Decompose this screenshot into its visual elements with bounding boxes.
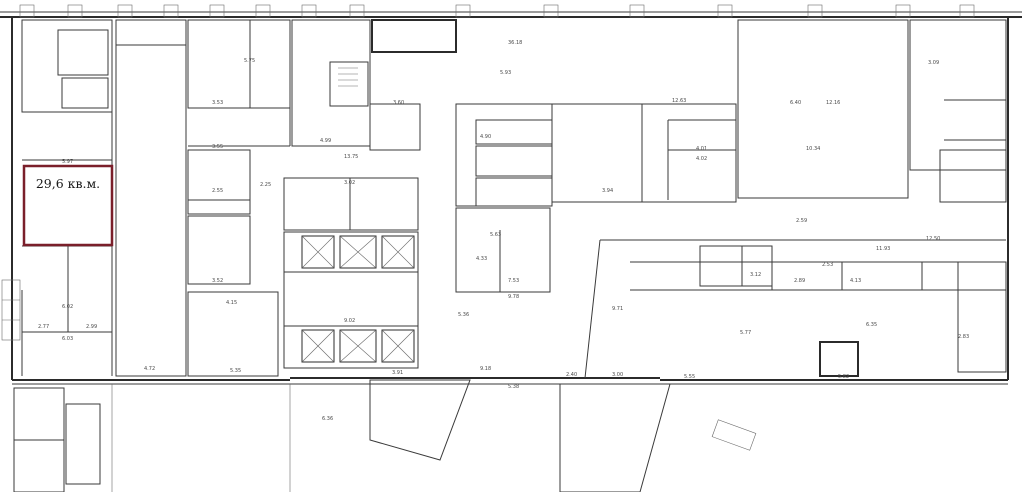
dim-label: 3.52 (212, 278, 223, 284)
dim-label: 9.18 (480, 366, 491, 372)
highlighted-room-label: 29,6 кв.м. (35, 176, 101, 191)
dim-label: 3.91 (392, 370, 403, 376)
dim-label: 2.83 (958, 334, 969, 340)
dim-label: 3.09 (928, 60, 939, 66)
dim-label: 6.35 (866, 322, 877, 328)
dim-label: 4.01 (696, 146, 707, 152)
dim-label: 2.59 (796, 218, 807, 224)
right-wing (584, 19, 1007, 379)
dim-label: 7.53 (508, 278, 519, 284)
left-wing (1, 19, 113, 376)
highlighted-room (22, 164, 114, 247)
central-right-rooms (455, 103, 737, 293)
dim-label: 5.77 (740, 330, 751, 336)
dim-label: 5.38 (508, 384, 519, 390)
dim-label: 6.36 (322, 416, 333, 422)
outer-walls (11, 17, 1009, 385)
dim-label: 5.93 (500, 70, 511, 76)
dim-label: 3.55 (212, 144, 223, 150)
dim-label: 10.34 (806, 146, 820, 152)
dim-label: 36.18 (508, 40, 522, 46)
dim-label: 6.40 (790, 100, 801, 106)
dim-label: 3.12 (750, 272, 761, 278)
core-block (283, 177, 419, 369)
dim-label: 3.00 (612, 372, 623, 378)
dim-label: 9.02 (344, 318, 355, 324)
dim-label: 2.89 (794, 278, 805, 284)
dim-label: 12.63 (672, 98, 686, 104)
dim-label: 2.55 (212, 188, 223, 194)
dim-label: 4.90 (480, 134, 491, 140)
dim-label: 5.36 (458, 312, 469, 318)
dim-label: 3.53 (212, 100, 223, 106)
dim-label: 6.03 (62, 336, 73, 342)
dim-label: 3.94 (602, 188, 613, 194)
dim-label: 2.77 (38, 324, 49, 330)
top-facade (0, 4, 1022, 18)
dim-label: 9.71 (612, 306, 623, 312)
dim-label: 3.60 (393, 100, 404, 106)
dim-label: 11.93 (876, 246, 890, 252)
lower-annex (13, 379, 757, 492)
dim-label: 4.33 (476, 256, 487, 262)
dim-label: 9.78 (508, 294, 519, 300)
dim-label: 2.53 (822, 262, 833, 268)
dim-label: 4.15 (226, 300, 237, 306)
dim-label: 6.02 (62, 304, 73, 310)
dim-label: 2.99 (86, 324, 97, 330)
dim-label: 5.82 (838, 374, 849, 380)
dim-label: 5.55 (684, 374, 695, 380)
dim-label: 3.02 (344, 180, 355, 186)
dimension-labels: 36.18 5.93 5.75 12.16 6.40 3.09 4.99 13.… (38, 40, 969, 422)
dim-label: 5.63 (490, 232, 501, 238)
dim-label: 12.50 (926, 236, 940, 242)
dim-label: 2.40 (566, 372, 577, 378)
dim-label: 4.13 (850, 278, 861, 284)
dim-label: 12.16 (826, 100, 840, 106)
dim-label: 2.25 (260, 182, 271, 188)
central-left-rooms (115, 19, 291, 377)
dim-label: 5.97 (62, 159, 73, 165)
dim-label: 4.99 (320, 138, 331, 144)
stair-block (291, 19, 457, 151)
dim-label: 4.72 (144, 366, 155, 372)
dim-label: 4.02 (696, 156, 707, 162)
dim-label: 13.75 (344, 154, 358, 160)
dim-label: 5.35 (230, 368, 241, 374)
dim-label: 5.75 (244, 58, 255, 64)
